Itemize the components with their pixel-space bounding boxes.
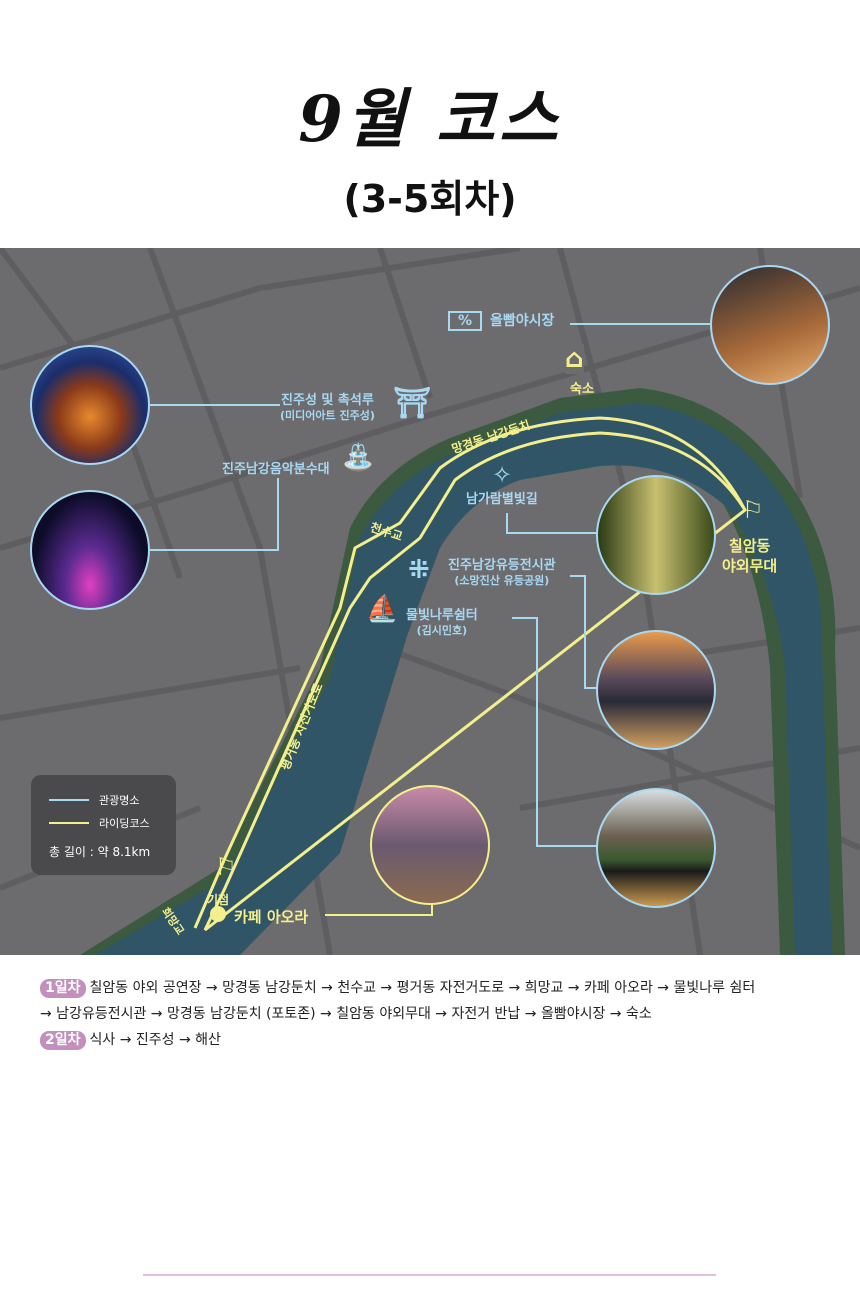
day2-badge: 2일차 bbox=[40, 1031, 86, 1050]
riding-course bbox=[193, 416, 747, 932]
start-dot bbox=[210, 906, 226, 922]
attraction-fountain[interactable]: 진주남강음악분수대 bbox=[222, 462, 330, 477]
start-flag-icon: ⚐ bbox=[215, 853, 237, 881]
connector-lines bbox=[150, 323, 710, 847]
day1-badge: 1일차 bbox=[40, 979, 86, 998]
photo-bamboo-path[interactable] bbox=[596, 475, 716, 595]
photo-cafe-aora[interactable] bbox=[370, 785, 490, 905]
divider bbox=[143, 1274, 716, 1276]
total-length: 총 길이 : 약 8.1km bbox=[49, 845, 151, 859]
photo-lantern-park[interactable] bbox=[596, 630, 716, 750]
photo-fountain[interactable] bbox=[30, 490, 150, 610]
attraction-market[interactable]: %올빰야시장 bbox=[448, 311, 554, 331]
attraction-lantern-hall[interactable]: 진주남강유등전시관(소망진산 유등공원) bbox=[448, 558, 556, 588]
cafe-aora-label: 카페 아오라 bbox=[234, 908, 309, 926]
page-subtitle: (3-5회차) bbox=[343, 177, 517, 221]
route-map: %올빰야시장 진주성 및 촉석루(미디어아트 진주성) ⛩ 진주남강음악분수대 … bbox=[0, 248, 860, 955]
sailboat-icon: ⛵ bbox=[366, 594, 399, 624]
finish-flag-icon: ⚐ bbox=[742, 496, 764, 524]
day1-line2: → 남강유등전시관 → 망경동 남강둔치 (포토존) → 칠암동 야외무대 → … bbox=[40, 1006, 652, 1022]
ticket-percent-icon: % bbox=[448, 311, 483, 331]
attraction-fortress[interactable]: 진주성 및 촉석루(미디어아트 진주성) bbox=[280, 393, 375, 423]
photo-fortress[interactable] bbox=[30, 345, 150, 465]
attraction-mulbit-shelter[interactable]: 물빛나루쉼터(김시민호) bbox=[406, 608, 478, 638]
river bbox=[95, 403, 832, 955]
route-line-swatch bbox=[49, 822, 89, 824]
photo-riverside-shelter[interactable] bbox=[596, 788, 716, 908]
photo-night-market[interactable] bbox=[710, 265, 830, 385]
fountain-icon: ⛲ bbox=[342, 443, 375, 473]
map-legend: 관광명소 라이딩코스 총 길이 : 약 8.1km bbox=[31, 775, 176, 875]
fortress-gate-icon: ⛩ bbox=[393, 386, 432, 421]
attraction-line-swatch bbox=[49, 799, 89, 801]
map-drawing bbox=[0, 248, 860, 955]
page-title: 9월 코스 bbox=[298, 82, 562, 157]
start-label: 기점 bbox=[207, 893, 230, 907]
house-glyph: ⌂ bbox=[565, 344, 584, 374]
attraction-starlight-road[interactable]: 남가람별빛길 bbox=[466, 492, 538, 507]
lodging-label: 숙소 bbox=[570, 382, 594, 397]
sparkle-burst-icon: ⁜ bbox=[408, 555, 430, 585]
star-icon: ✧ bbox=[492, 461, 513, 489]
